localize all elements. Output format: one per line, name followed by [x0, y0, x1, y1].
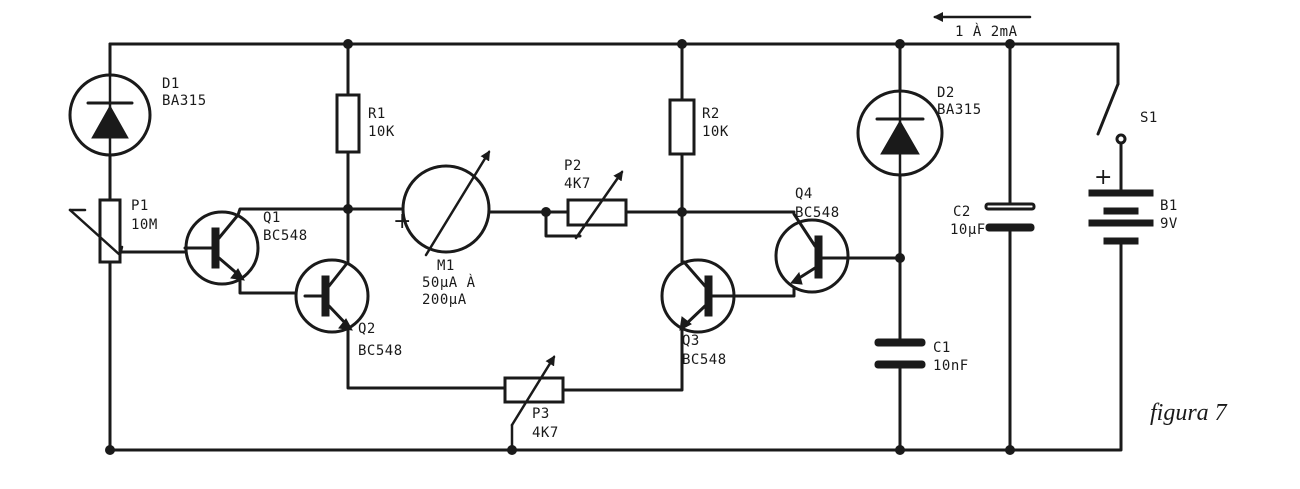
q1-ref-label: Q1: [263, 210, 281, 226]
d1-value-label: BA315: [162, 93, 207, 109]
q1-wires: [236, 207, 350, 295]
b1-ref-label: B1: [1160, 198, 1178, 214]
transistor-q4: Q4 BC548: [774, 186, 902, 294]
c1-value-label: 10nF: [933, 358, 969, 374]
m1-value-line1: 50μA À: [422, 274, 476, 291]
s1-ref-label: S1: [1140, 110, 1158, 126]
meter-m1: + M1 50μA À 200μA: [346, 150, 491, 308]
p1-value-label: 10M: [131, 217, 158, 233]
c2-ref-label: C2: [953, 204, 971, 220]
r1-ref-label: R1: [368, 106, 386, 122]
transistor-q2: Q2 BC548: [294, 258, 403, 359]
r2-ref-label: R2: [702, 106, 720, 122]
m1-polarity-sign: +: [393, 209, 411, 234]
q4-ref-label: Q4: [795, 186, 813, 202]
potentiometer-p2: P2 4K7: [544, 158, 684, 240]
q3-value-label: BC548: [682, 352, 727, 368]
battery-b1: + B1 9V: [1088, 165, 1178, 452]
switch-s1: S1: [1096, 42, 1158, 192]
p3-ref-label: P3: [532, 406, 550, 422]
c2-value-label: 10μF: [950, 222, 986, 238]
figure-caption: figura 7: [1150, 400, 1228, 426]
diode-d1: D1 BA315: [68, 73, 207, 157]
q2-emitter-wire: [346, 324, 507, 390]
potentiometer-p3: P3 4K7: [503, 355, 565, 452]
c1-ref-label: C1: [933, 340, 951, 356]
q1-value-label: BC548: [263, 228, 308, 244]
q2-ref-label: Q2: [358, 321, 376, 337]
capacitor-c2: C2 10μF: [950, 202, 1036, 238]
p2-value-label: 4K7: [564, 176, 591, 192]
m1-value-line2: 200μA: [422, 292, 467, 308]
r2-value-label: 10K: [702, 124, 729, 140]
b1-polarity-sign: +: [1094, 165, 1112, 190]
current-indicator: 1 À 2mA: [933, 12, 1032, 40]
junction-dots: [105, 39, 1015, 455]
q2-value-label: BC548: [358, 343, 403, 359]
b1-value-label: 9V: [1160, 216, 1178, 232]
q4-value-label: BC548: [795, 205, 840, 221]
d1-ref-label: D1: [162, 76, 180, 92]
transistor-q1: Q1 BC548: [183, 210, 308, 286]
capacitor-c1: C1 10nF: [874, 338, 969, 374]
m1-ref-label: M1: [437, 258, 455, 274]
diode-d2: D2 BA315: [856, 85, 982, 177]
resistor-r2: R2 10K: [668, 98, 729, 156]
d2-ref-label: D2: [937, 85, 955, 101]
q3-ref-label: Q3: [682, 333, 700, 349]
p2-ref-label: P2: [564, 158, 582, 174]
p1-ref-label: P1: [131, 198, 149, 214]
transistor-q3: Q3 BC548: [660, 258, 737, 368]
current-label: 1 À 2mA: [955, 23, 1018, 40]
d2-value-label: BA315: [937, 102, 982, 118]
p3-value-label: 4K7: [532, 425, 559, 441]
resistor-r1: R1 10K: [335, 93, 395, 154]
r1-value-label: 10K: [368, 124, 395, 140]
